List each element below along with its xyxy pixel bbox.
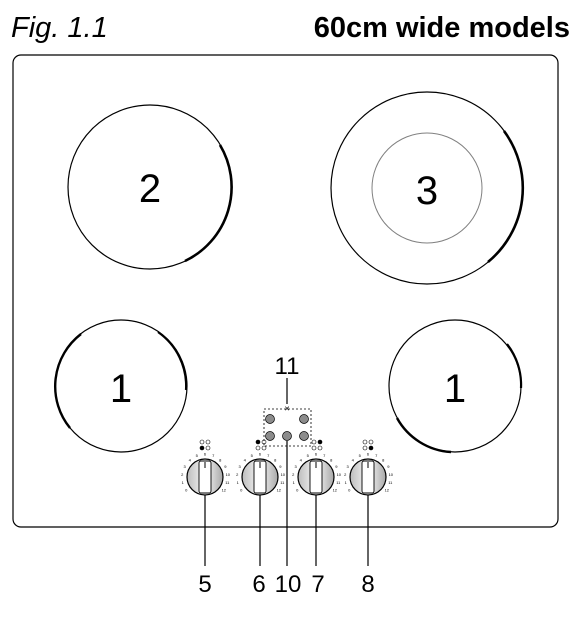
- cooktop-outline: [12, 54, 559, 528]
- knob-scale-mark: 12: [222, 488, 227, 493]
- knob-scale-mark: 0: [240, 488, 243, 493]
- knob-scale-mark: 1: [293, 480, 296, 485]
- zone-position-indicators: [199, 439, 374, 451]
- cooking-zone-top-right: 3: [330, 91, 525, 285]
- callout-label-6: 6: [252, 571, 265, 598]
- cooking-zone-bottom-left: 1: [54, 319, 188, 453]
- knob-scale-mark: 9: [279, 464, 282, 469]
- knob-scale-mark: 11: [225, 480, 230, 485]
- knob-scale-mark: 9: [224, 464, 227, 469]
- knob-scale-mark: 8: [219, 457, 222, 462]
- knob-scale-mark: 10: [281, 472, 286, 477]
- knob-scale-mark: 11: [280, 480, 285, 485]
- knob-scale-mark: 10: [226, 472, 231, 477]
- figure-label: Fig. 1.1: [11, 12, 108, 44]
- callout-label-11: 11: [275, 353, 300, 380]
- knob-scale-mark: 0: [185, 488, 188, 493]
- knob-scale-mark: 1: [237, 480, 240, 485]
- knob-scale-mark: 8: [274, 457, 277, 462]
- sensor-symbol: ✕: [284, 406, 290, 413]
- knob-scale-mark: 0: [296, 488, 299, 493]
- knob-grip: [309, 460, 323, 494]
- knob-scale-mark: 8: [330, 457, 333, 462]
- knob-scale-mark: 7: [267, 453, 270, 458]
- knob-grip: [253, 460, 267, 494]
- knob-scale-mark: 2: [292, 472, 295, 477]
- zone-label: 3: [416, 169, 438, 213]
- indicator-light: [282, 431, 292, 441]
- knob-scale-mark: 5: [307, 453, 310, 458]
- knob-scale-mark: 1: [345, 480, 348, 485]
- sensor-light: [265, 414, 275, 424]
- knob-scale-mark: 0: [348, 488, 351, 493]
- zone-label: 2: [139, 167, 161, 211]
- knob-scale-mark: 11: [388, 480, 393, 485]
- knob-scale-mark: 5: [196, 453, 199, 458]
- knob-scale-mark: 7: [375, 453, 378, 458]
- cooking-zone-bottom-right: 1: [388, 319, 523, 454]
- knob-scale-mark: 5: [251, 453, 254, 458]
- knob-scale-mark: 10: [389, 472, 394, 477]
- knob-scale-mark: 2: [181, 472, 184, 477]
- knob-scale-mark: 3: [346, 464, 349, 469]
- knob-scale-mark: 8: [382, 457, 385, 462]
- knob-scale-mark: 12: [277, 488, 282, 493]
- zone-label: 1: [110, 367, 132, 411]
- knob-scale-mark: 9: [387, 464, 390, 469]
- knob-scale-mark: 11: [336, 480, 341, 485]
- callout-label-8: 8: [361, 571, 374, 598]
- knob-scale-mark: 9: [335, 464, 338, 469]
- cooking-zone-top-left: 2: [67, 104, 233, 270]
- sensor-light: [299, 414, 309, 424]
- knob-scale-mark: 12: [333, 488, 338, 493]
- knob-scale-mark: 4: [352, 457, 355, 462]
- knob-scale-mark: 7: [212, 453, 215, 458]
- zone-label: 1: [444, 367, 466, 411]
- sensor-light: [299, 431, 309, 441]
- knob-scale-mark: 4: [189, 457, 192, 462]
- knob-scale-mark: 5: [359, 453, 362, 458]
- figure-heading: 60cm wide models: [313, 12, 570, 44]
- knob-scale-mark: 3: [294, 464, 297, 469]
- knob-grip: [361, 460, 375, 494]
- knob-scale-mark: 6: [367, 452, 370, 457]
- knob-scale-mark: 2: [344, 472, 347, 477]
- knob-scale-mark: 3: [238, 464, 241, 469]
- sensor-group: ✕: [263, 406, 312, 447]
- knob-scale-mark: 6: [259, 452, 262, 457]
- callout-label-5: 5: [198, 571, 211, 598]
- knob-grip: [198, 460, 212, 494]
- knob-scale-mark: 2: [236, 472, 239, 477]
- knob-scale-mark: 6: [315, 452, 318, 457]
- callout-label-10: 10: [275, 571, 302, 598]
- knob-scale-mark: 4: [244, 457, 247, 462]
- knob-scale-mark: 7: [323, 453, 326, 458]
- knob-scale-mark: 12: [385, 488, 390, 493]
- callout-label-7: 7: [311, 571, 324, 598]
- knob-scale-mark: 3: [183, 464, 186, 469]
- knob-scale-mark: 10: [337, 472, 342, 477]
- knob-scale-mark: 1: [182, 480, 185, 485]
- knob-scale-mark: 4: [300, 457, 303, 462]
- sensor-light: [265, 431, 275, 441]
- knob-scale-mark: 6: [204, 452, 207, 457]
